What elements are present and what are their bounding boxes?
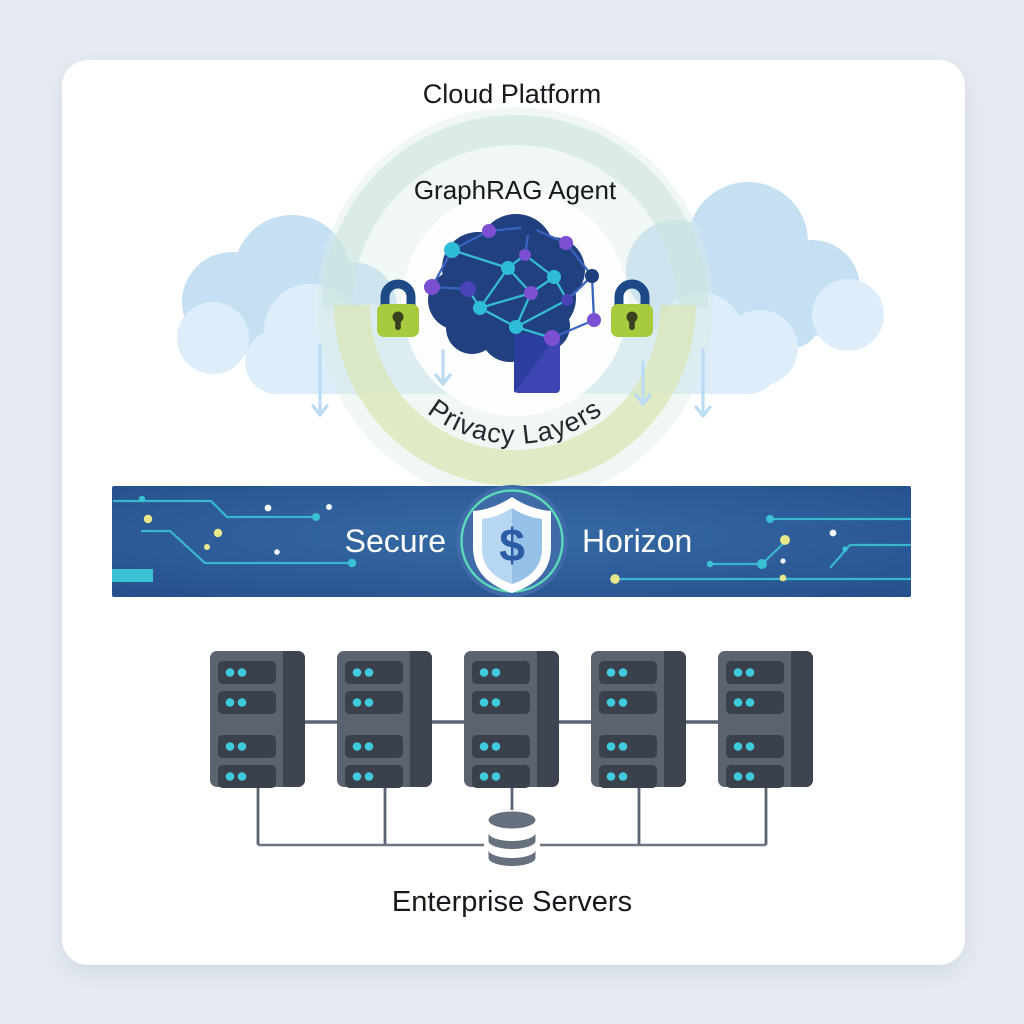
enterprise-servers-title: Enterprise Servers — [392, 886, 632, 918]
down-arrow-icon — [311, 343, 329, 417]
dollar-symbol: $ — [499, 519, 525, 571]
down-arrow-icon — [634, 360, 652, 406]
secure-horizon-banner: Secure Horizon $ — [112, 485, 911, 597]
server-rack-icon — [591, 651, 686, 788]
cloud-platform-title: Cloud Platform — [423, 79, 602, 109]
circuit-traces — [112, 495, 911, 584]
server-rack-icon — [337, 651, 432, 788]
server-rack-icon — [210, 651, 305, 788]
secure-label: Secure — [345, 523, 446, 559]
server-rack-icon — [464, 651, 559, 788]
horizon-label: Horizon — [582, 523, 692, 559]
enterprise-servers-group — [210, 651, 813, 866]
shield-dollar-icon: $ — [456, 485, 568, 597]
brain-network-icon — [424, 214, 601, 393]
down-arrow-icon — [694, 348, 712, 418]
graphrag-agent-title: GraphRAG Agent — [414, 175, 617, 205]
database-icon — [488, 811, 536, 866]
down-arrow-icon — [434, 349, 452, 386]
server-rack-icon — [718, 651, 813, 788]
